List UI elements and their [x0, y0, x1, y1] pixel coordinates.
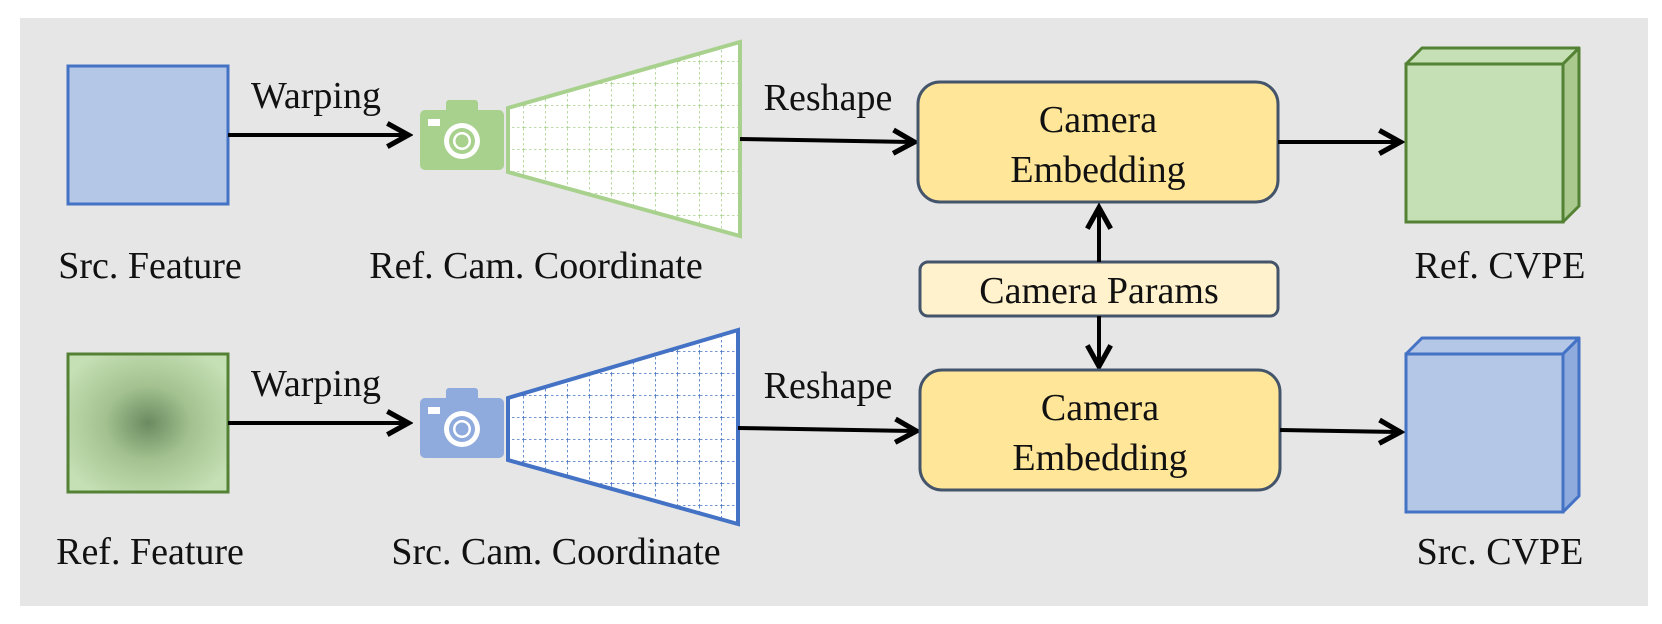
warp-label-bottom: Warping	[251, 363, 381, 405]
ref-cam-coordinate-label: Ref. Cam. Coordinate	[369, 245, 702, 287]
src-feature-label: Src. Feature	[58, 245, 242, 287]
camera-params-label: Camera Params	[979, 270, 1219, 312]
ref-cvpe-cube	[1404, 46, 1581, 224]
src-cvpe-cube	[1404, 336, 1581, 514]
panel-background	[20, 18, 1648, 606]
ref-feature-label: Ref. Feature	[56, 531, 244, 573]
output-arrow-bottom	[1279, 430, 1398, 432]
ref-cvpe-label: Ref. CVPE	[1415, 245, 1586, 287]
camera-icon	[420, 100, 504, 170]
embedding-line1-top: Camera	[1039, 99, 1157, 141]
reshape-arrow-top	[739, 139, 912, 142]
reshape-arrow-bottom	[737, 428, 914, 431]
embedding-line1-bottom: Camera	[1041, 387, 1159, 429]
embedding-line2-bottom: Embedding	[1012, 437, 1187, 479]
embedding-line2-top: Embedding	[1010, 149, 1185, 191]
warp-label-top: Warping	[251, 75, 381, 117]
camera-icon	[420, 388, 504, 458]
ref-feature-square	[66, 352, 230, 494]
ref-cam-frustum	[506, 39, 742, 239]
reshape-label-bottom: Reshape	[764, 365, 893, 407]
src-cam-coordinate-label: Src. Cam. Coordinate	[391, 531, 720, 573]
src-cvpe-label: Src. CVPE	[1417, 531, 1584, 573]
src-feature-square	[66, 64, 230, 206]
reshape-label-top: Reshape	[764, 77, 893, 119]
src-cam-frustum	[506, 327, 740, 527]
